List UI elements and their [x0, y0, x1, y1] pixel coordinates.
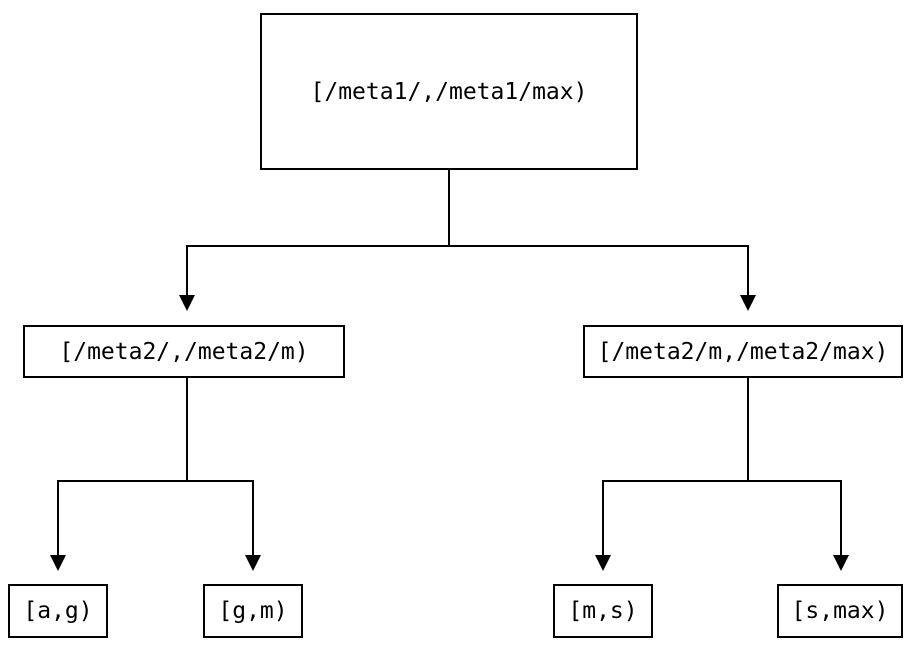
node-leaf-m-s-label: [m,s) [568, 598, 638, 624]
node-right-child: [/meta2/m,/meta2/max) [583, 325, 903, 378]
arrowhead-leaf-m-s-icon [595, 555, 611, 571]
node-left-child: [/meta2/,/meta2/m) [23, 325, 345, 378]
node-leaf-g-m: [g,m) [203, 584, 303, 638]
node-right-child-label: [/meta2/m,/meta2/max) [597, 338, 889, 365]
node-leaf-g-m-label: [g,m) [218, 598, 288, 624]
node-left-child-label: [/meta2/,/meta2/m) [59, 338, 309, 365]
arrowhead-right-child-icon [740, 295, 756, 311]
arrowhead-leaf-a-g-icon [50, 555, 66, 571]
node-leaf-m-s: [m,s) [553, 584, 653, 638]
node-leaf-a-g-label: [a,g) [23, 598, 93, 624]
arrowhead-left-child-icon [179, 295, 195, 311]
node-leaf-a-g: [a,g) [8, 584, 108, 638]
node-root-label: [/meta1/,/meta1/max) [310, 78, 588, 105]
arrowhead-leaf-s-max-icon [833, 555, 849, 571]
node-root: [/meta1/,/meta1/max) [260, 13, 638, 170]
node-leaf-s-max: [s,max) [777, 584, 903, 638]
arrowhead-leaf-g-m-icon [245, 555, 261, 571]
node-leaf-s-max-label: [s,max) [791, 598, 889, 624]
